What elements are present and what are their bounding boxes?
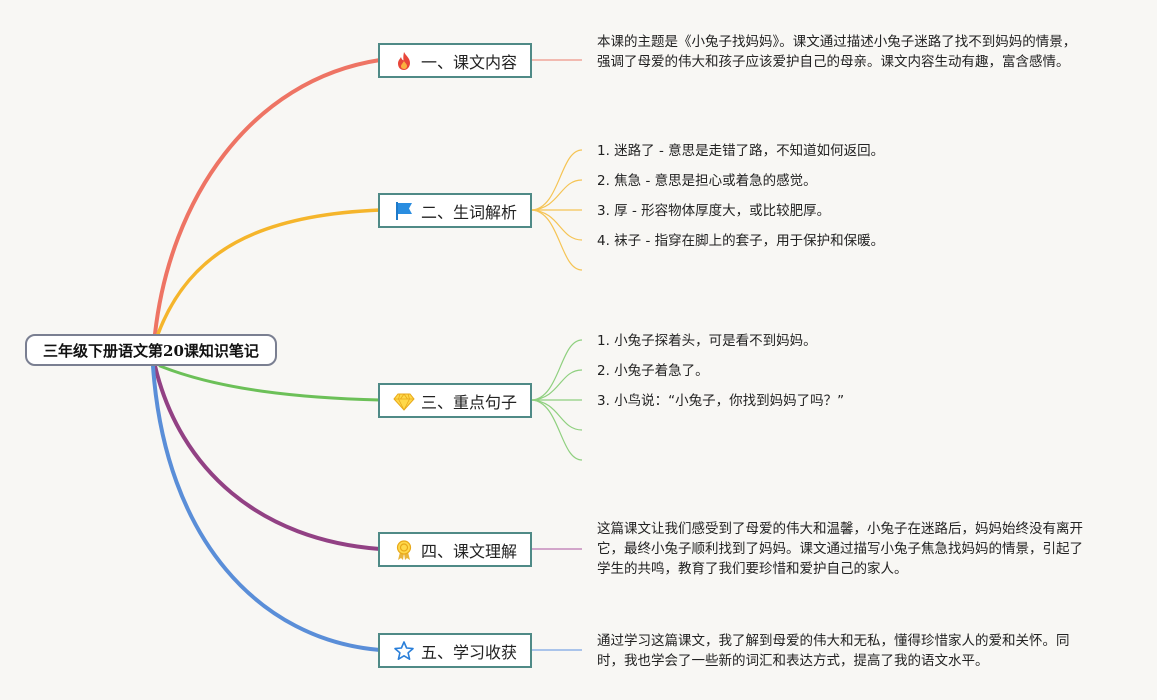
vocab-item-4: 4. 袜子 - 指穿在脚上的套子，用于保护和保暖。 [597,233,885,249]
sub-line-2-1 [531,149,583,211]
vocab-item-2: 2. 焦急 - 意思是担心或着急的感觉。 [597,173,817,189]
vocab-item-1: 1. 迷路了 - 意思是走错了路，不知道如何返回。 [597,143,885,159]
sentence-item-1: 1. 小兔子探着头，可是看不到妈妈。 [597,333,817,349]
sub-line-3-2 [531,369,583,401]
branch-line-4 [153,364,382,551]
branch-line-3 [158,364,382,402]
medal-icon [393,539,415,561]
branch-line-2 [156,208,382,336]
understanding-paragraph: 这篇课文让我们感受到了母爱的伟大和温馨，小兔子在迷路后，妈妈始终没有离开它，最终… [597,521,1083,577]
fire-icon [393,50,415,72]
root-title: 三年级下册语文第20课知识笔记 [43,341,259,360]
sub-line-3-5 [531,399,583,461]
sentence-item-2: 2. 小兔子着急了。 [597,363,709,379]
star-icon [393,640,415,662]
branch-label: 一、课文内容 [420,52,517,72]
vocab-item-3: 3. 厚 - 形容物体厚度大，或比较肥厚。 [597,203,831,219]
root-topic[interactable]: 三年级下册语文第20课知识笔记 [25,334,277,366]
branch-label: 四、课文理解 [420,541,517,561]
branch-label: 三、重点句子 [420,392,517,412]
branch-vocabulary[interactable]: 二、生词解析 [378,193,532,228]
branch-line-5 [151,364,382,652]
branch-label: 五、学习收获 [420,642,517,662]
branch-takeaways[interactable]: 五、学习收获 [378,633,532,668]
branch-key-sentences[interactable]: 三、重点句子 [378,383,532,418]
branch-line-1 [153,58,382,336]
diamond-icon [393,390,415,412]
sub-line-3-1 [531,339,583,401]
branch-understanding[interactable]: 四、课文理解 [378,532,532,567]
branch-label: 二、生词解析 [420,202,517,222]
sub-line-2-5 [531,209,583,271]
content-paragraph: 本课的主题是《小兔子找妈妈》。课文通过描述小兔子迷路了找不到妈妈的情景，强调了母… [597,34,1077,70]
sentence-item-3: 3. 小鸟说：“小兔子，你找到妈妈了吗？” [597,393,845,409]
branch-topic-content[interactable]: 一、课文内容 [378,43,532,78]
sub-line-2-2 [531,179,583,211]
takeaways-paragraph: 通过学习这篇课文，我了解到母爱的伟大和无私，懂得珍惜家人的爱和关怀。同时，我也学… [597,633,1070,669]
flag-icon [393,200,415,222]
